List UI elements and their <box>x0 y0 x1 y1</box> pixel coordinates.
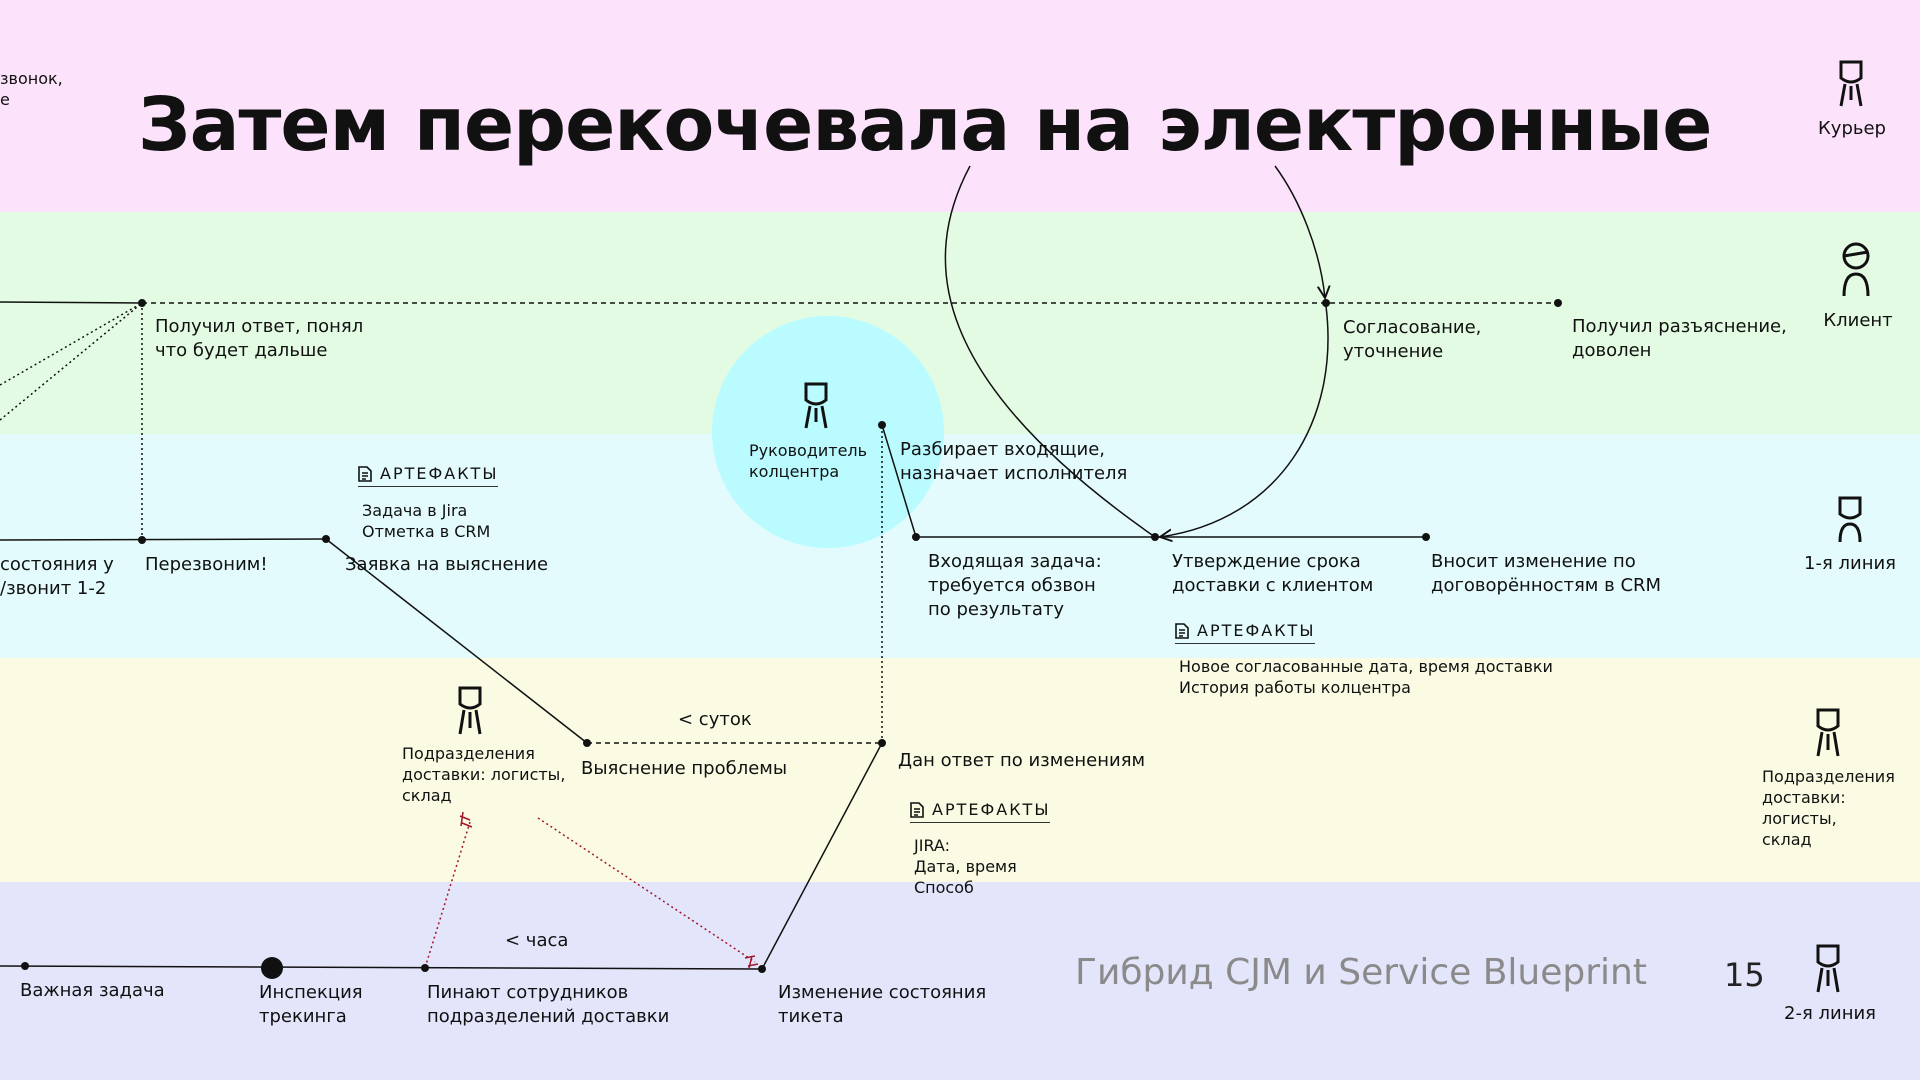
line-second <box>0 965 763 970</box>
node-enter-changes <box>1422 533 1430 541</box>
artifacts-heading-1: АРТЕФАКТЫ <box>358 464 499 487</box>
step-answer-given: Дан ответ по изменениям <box>898 750 1146 771</box>
delivery-mid-icon <box>458 686 482 735</box>
line-manager-to-incoming <box>881 424 917 538</box>
lane-delivery <box>0 658 1920 882</box>
slide-footer: Гибрид CJM и Service Blueprint <box>1075 952 1647 993</box>
node-approve <box>1151 533 1159 541</box>
line-client-left <box>0 301 143 304</box>
role-delivery-mid: Подразделения доставки: логисты, склад <box>402 744 566 805</box>
node-agreement <box>1322 299 1330 307</box>
curve-title-to-agreement <box>1274 165 1325 298</box>
step-call-back: Перезвоним! <box>145 554 268 575</box>
node-tracking-big <box>261 957 283 979</box>
node-got-answer <box>138 299 146 307</box>
node-manager <box>878 421 886 429</box>
first-line-icon <box>1838 496 1862 543</box>
role-delivery: Подразделения доставки: логисты, склад <box>1762 767 1895 849</box>
artifacts-heading-2: АРТЕФАКТЫ <box>1175 621 1316 644</box>
relation-line-2 <box>537 817 756 963</box>
step-got-explanation: Получил разъяснение,доволен <box>1572 316 1787 361</box>
line-request-to-investigate <box>325 538 588 744</box>
node-ticket <box>758 965 766 973</box>
role-manager: Руководитель колцентра <box>749 441 868 481</box>
curve-title-to-approve <box>944 165 1156 538</box>
second-line-icon <box>1816 944 1840 993</box>
node-request <box>322 535 330 543</box>
lane-courier <box>0 0 1920 212</box>
line-first-left <box>0 538 327 541</box>
line-ticket-to-answer <box>761 742 883 970</box>
crowfoot-mark-1 <box>459 811 473 828</box>
role-first-line: 1-я линия <box>1804 553 1896 574</box>
step-sorts-incoming: Разбирает входящие,назначает исполнителя <box>900 439 1128 484</box>
role-client: Клиент <box>1823 310 1893 331</box>
corner-fragment: звонок, е <box>0 69 63 109</box>
artifacts-heading-3: АРТЕФАКТЫ <box>910 800 1051 823</box>
document-icon <box>910 801 924 818</box>
node-nudge <box>421 964 429 972</box>
role-second-line: 2-я линия <box>1784 1003 1876 1024</box>
delivery-icon <box>1816 708 1840 757</box>
client-icon <box>1842 242 1870 297</box>
page-number: 15 <box>1724 956 1765 994</box>
slide-title: Затем перекочевала на электронные <box>138 82 1712 168</box>
node-incoming <box>912 533 920 541</box>
manager-highlight-circle <box>712 316 944 548</box>
crowfoot-mark-2 <box>744 955 759 969</box>
curve-agreement-to-approve <box>1160 305 1329 537</box>
step-state-left: состояния у/звонит 1-2 <box>0 554 114 599</box>
node-investigate <box>583 739 591 747</box>
node-important <box>21 962 29 970</box>
step-investigate: Выяснение проблемы <box>581 758 788 779</box>
courier-icon <box>1839 60 1863 107</box>
node-answer <box>878 739 886 747</box>
label-day: < суток <box>678 709 752 730</box>
artifacts-body-2: Новое согласованные дата, время доставки… <box>1179 657 1553 697</box>
relation-line-1 <box>424 821 471 969</box>
node-got-explanation <box>1554 299 1562 307</box>
label-hour: < часа <box>505 930 569 951</box>
document-icon <box>1175 622 1189 639</box>
node-callback <box>138 536 146 544</box>
step-important-task: Важная задача <box>20 980 165 1001</box>
step-request: Заявка на выяснение <box>345 554 549 575</box>
step-agreement: Согласование,уточнение <box>1343 317 1482 362</box>
line-diag-dotted-1 <box>0 302 143 386</box>
role-courier: Курьер <box>1818 118 1886 139</box>
lane-first-line <box>0 434 1920 658</box>
line-diag-dotted-2 <box>0 302 143 421</box>
lane-client <box>0 212 1920 434</box>
document-icon <box>358 465 372 482</box>
lane-second-line <box>0 882 1920 1080</box>
manager-icon <box>804 382 828 429</box>
